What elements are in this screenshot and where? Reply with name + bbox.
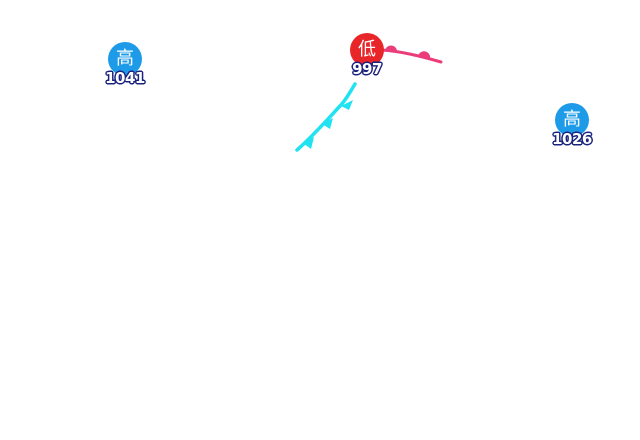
high-pressure-center: 高 1026 (547, 103, 597, 153)
pressure-value: 1026 (552, 130, 592, 148)
cold-front-triangle (322, 118, 333, 129)
cold-front (295, 82, 357, 152)
warm-front-semicircle (418, 51, 431, 59)
pressure-value: 997 (352, 60, 382, 78)
high-pressure-center: 高 1041 (100, 42, 150, 92)
low-pressure-icon: 低 (350, 33, 384, 67)
high-pressure-icon: 高 (555, 103, 589, 137)
high-pressure-icon: 高 (108, 42, 142, 76)
warm-front-semicircle (385, 45, 398, 52)
low-pressure-center: 低 997 (342, 33, 392, 83)
cold-front-line (295, 82, 357, 152)
cold-front-triangle (303, 137, 314, 149)
cold-front-triangle (341, 100, 353, 110)
warm-front (379, 45, 443, 64)
pressure-value: 1041 (105, 69, 145, 87)
